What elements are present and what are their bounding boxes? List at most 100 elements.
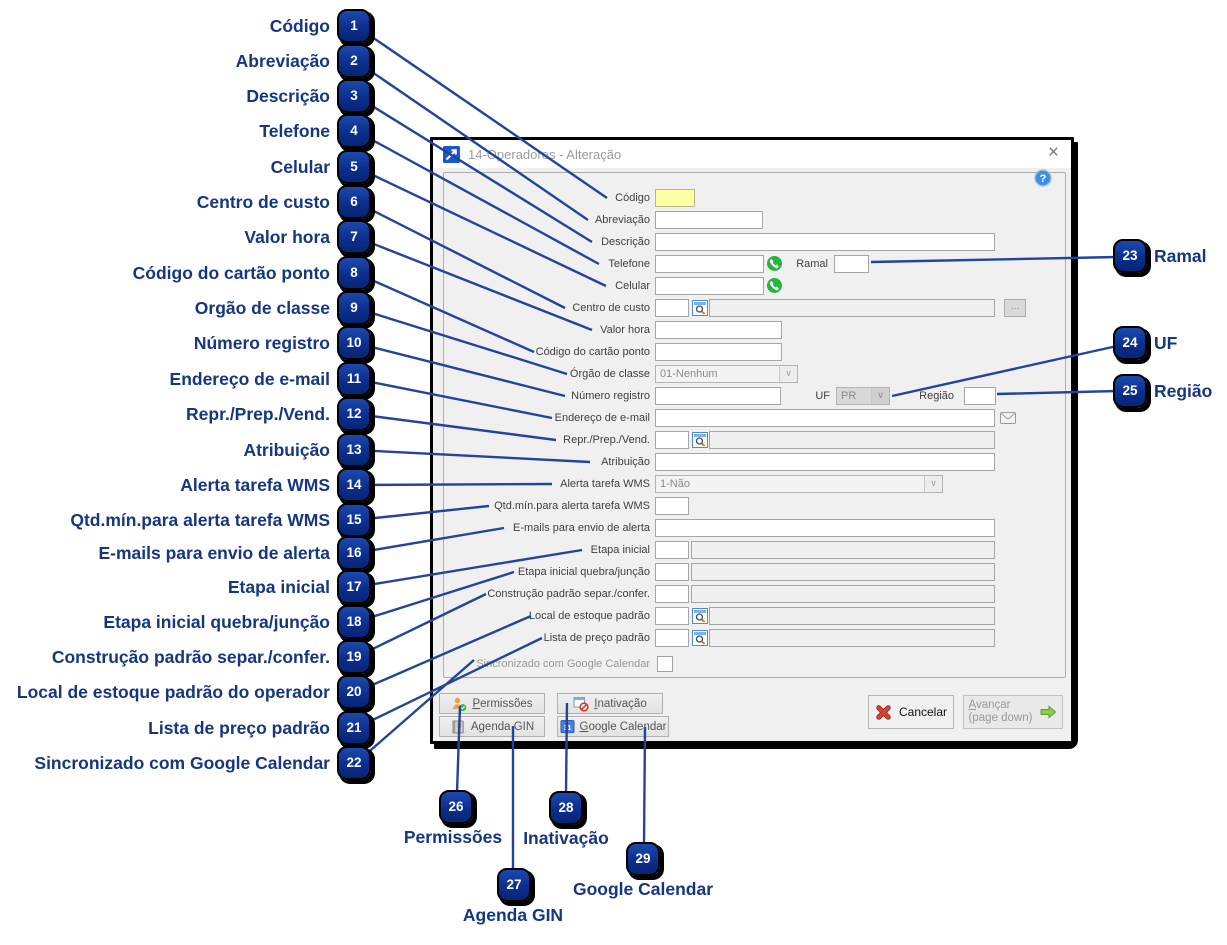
form-row-local-estoque: Local de estoque padrão <box>433 607 1071 625</box>
ramal-input[interactable] <box>834 255 869 273</box>
google-calendar-sync-checkbox[interactable] <box>657 656 673 672</box>
avancar-button[interactable]: Avançar (page down) <box>963 695 1063 729</box>
whatsapp-icon[interactable] <box>767 278 782 293</box>
descricao-input[interactable] <box>655 233 995 251</box>
permissoes-button[interactable]: Permissões <box>439 693 545 714</box>
cartao-ponto-input[interactable] <box>655 343 782 361</box>
local-estoque-lookup-button[interactable] <box>691 607 708 625</box>
field-label: Endereço de e-mail <box>554 412 650 424</box>
centro-custo-more-button[interactable]: ... <box>1004 299 1026 317</box>
callout-label: Código <box>269 15 330 36</box>
form-row-email: Endereço de e-mail <box>433 409 1071 427</box>
callout-label: Orgão de classe <box>194 297 330 318</box>
form-row-abreviacao: Abreviação <box>433 211 1071 229</box>
field-label: Telefone <box>608 258 650 270</box>
centro-custo-lookup-button[interactable] <box>691 299 708 317</box>
atribuicao-input[interactable] <box>655 453 995 471</box>
repr-code-input[interactable] <box>655 431 689 449</box>
field-label: Número registro <box>571 390 650 402</box>
chevron-down-icon: ∨ <box>924 476 942 492</box>
valor-hora-input[interactable] <box>655 321 782 339</box>
callout-badge: 21 <box>337 711 371 745</box>
form-row-google-sync: Sincronizado com Google Calendar <box>433 655 1071 673</box>
lista-preco-code-input[interactable] <box>655 629 689 647</box>
orgao-classe-value: 01-Nenhum <box>660 368 718 380</box>
callout-label: Alerta tarefa WMS <box>180 474 330 495</box>
field-label: Etapa inicial <box>590 544 650 556</box>
callout-badge: 14 <box>337 468 371 502</box>
callout-label: Descrição <box>246 85 330 106</box>
form-row-construcao: Construção padrão separ./confer. <box>433 585 1071 603</box>
close-icon[interactable]: × <box>1047 142 1059 163</box>
inativacao-button-label: Inativação <box>594 697 647 710</box>
ramal-label: Ramal <box>796 258 828 270</box>
centro-custo-code-input[interactable] <box>655 299 689 317</box>
callout-badge: 2 <box>337 44 371 78</box>
email-input[interactable] <box>655 409 995 427</box>
callout-label: E-mails para envio de alerta <box>98 542 331 563</box>
google-calendar-button[interactable]: 31 Google Calendar <box>557 716 669 737</box>
local-estoque-code-input[interactable] <box>655 607 689 625</box>
callout-badge: 3 <box>337 79 371 113</box>
inativacao-button[interactable]: Inativação <box>557 693 663 714</box>
callout-label: Etapa inicial quebra/junção <box>103 611 330 632</box>
envelope-icon[interactable] <box>1000 412 1016 424</box>
whatsapp-icon[interactable] <box>767 256 782 271</box>
lista-preco-lookup-button[interactable] <box>691 629 708 647</box>
numero-registro-input[interactable] <box>655 387 781 405</box>
qtd-min-input[interactable] <box>655 497 689 515</box>
callout-badge: 17 <box>337 570 371 604</box>
callout-label: Telefone <box>259 120 330 141</box>
callout-label: Repr./Prep./Vend. <box>186 403 330 424</box>
help-icon[interactable]: ? <box>1034 169 1052 187</box>
centro-custo-desc-field <box>709 299 995 317</box>
dialog-body: ? Código Abreviação Descrição Telefone <box>433 168 1071 741</box>
blocked-panel-icon <box>573 696 589 712</box>
agenda-gin-button[interactable]: Agenda GIN <box>439 716 545 737</box>
callout-left-21: Lista de preço padrão 21 <box>148 711 371 745</box>
celular-input[interactable] <box>655 277 764 295</box>
construcao-code-input[interactable] <box>655 585 689 603</box>
abreviacao-input[interactable] <box>655 211 763 229</box>
callout-left-19: Construção padrão separ./confer.19 <box>52 640 371 674</box>
callout-label: Atribuição <box>243 439 330 460</box>
callout-label: Lista de preço padrão <box>148 717 330 738</box>
telefone-input[interactable] <box>655 255 764 273</box>
orgao-classe-select[interactable]: 01-Nenhum ∨ <box>655 365 798 383</box>
field-label: Qtd.mín.para alerta tarefa WMS <box>494 500 650 512</box>
callout-badge: 26 <box>439 790 473 824</box>
field-label: Lista de preço padrão <box>543 632 650 644</box>
construcao-desc-field <box>691 585 995 603</box>
form-row-atribuicao: Atribuição <box>433 453 1071 471</box>
etapa-quebra-code-input[interactable] <box>655 563 689 581</box>
etapa-inicial-code-input[interactable] <box>655 541 689 559</box>
form-row-alerta-wms: Alerta tarefa WMS 1-Não ∨ <box>433 475 1071 493</box>
callout-badge: 22 <box>337 746 371 780</box>
uf-select[interactable]: PR ∨ <box>836 387 890 405</box>
form-row-centro-custo: Centro de custo ... <box>433 299 1071 317</box>
alerta-wms-select[interactable]: 1-Não ∨ <box>655 475 943 493</box>
emails-alerta-input[interactable] <box>655 519 995 537</box>
repr-lookup-button[interactable] <box>691 431 708 449</box>
alerta-wms-value: 1-Não <box>660 478 690 490</box>
user-check-icon <box>453 697 467 711</box>
app-icon <box>443 145 460 163</box>
callout-label: Google Calendar <box>572 879 714 899</box>
field-label: Descrição <box>601 236 650 248</box>
form-row-numero-registro: Número registro UF PR ∨ Região <box>433 387 1071 405</box>
field-label: Atribuição <box>601 456 650 468</box>
cancelar-button[interactable]: Cancelar <box>868 695 954 729</box>
svg-text:31: 31 <box>563 725 571 732</box>
codigo-input[interactable] <box>655 189 695 207</box>
regiao-input[interactable] <box>964 387 996 405</box>
form-row-emails-alerta: E-mails para envio de alerta <box>433 519 1071 537</box>
avancar-button-sublabel: (page down) <box>968 712 1033 724</box>
